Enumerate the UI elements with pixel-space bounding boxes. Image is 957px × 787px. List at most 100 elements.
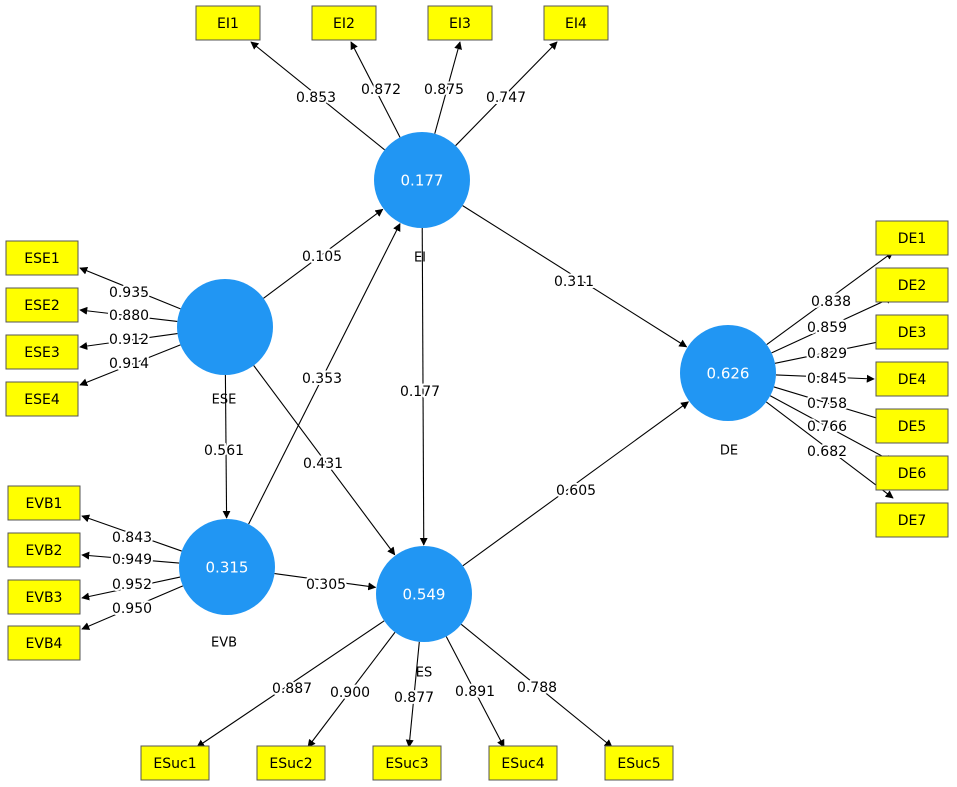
path-coefficient-ese-to-ei: 0.105 (302, 249, 342, 265)
indicator-label: EI4 (565, 16, 587, 32)
loading-arrow-esuc4 (445, 636, 505, 748)
indicator-box (488, 745, 558, 781)
indicator-label: ESE1 (24, 251, 60, 267)
latent-name: ESE (212, 393, 237, 408)
loading-arrow-de5 (773, 386, 894, 425)
indicator-de4[interactable]: DE4 (875, 361, 949, 397)
path-coefficient-ese-to-evb: 0.561 (204, 443, 244, 459)
loading-label-ese3: 0.912 (109, 332, 149, 348)
indicator-de2[interactable]: DE2 (875, 267, 949, 303)
indicator-box (5, 381, 79, 417)
loading-label-ei4: 0.747 (486, 90, 526, 106)
path-arrow-ei-to-es (419, 227, 428, 546)
loading-arrow-de7 (765, 401, 894, 499)
loading-label-ei2: 0.872 (361, 82, 401, 98)
indicator-label: ESuc5 (617, 756, 660, 772)
latent-name: EI (414, 251, 426, 266)
indicator-evb3[interactable]: EVB3 (7, 579, 81, 615)
indicator-label: EI1 (217, 16, 239, 32)
indicator-label: EVB2 (26, 543, 63, 559)
indicator-ei1[interactable]: EI1 (195, 5, 261, 41)
latent-ese[interactable]: ESE (177, 279, 273, 408)
loading-label-esuc2: 0.900 (330, 685, 370, 701)
indicator-ese4[interactable]: ESE4 (5, 381, 79, 417)
indicator-evb2[interactable]: EVB2 (7, 532, 81, 568)
indicator-label: EI3 (449, 16, 471, 32)
indicator-esuc1[interactable]: ESuc1 (140, 745, 210, 781)
indicator-ese2[interactable]: ESE2 (5, 287, 79, 323)
indicator-ese1[interactable]: ESE1 (5, 240, 79, 276)
indicator-ei4[interactable]: EI4 (543, 5, 609, 41)
latent-circle (376, 546, 472, 642)
loading-label-esuc3: 0.877 (394, 690, 434, 706)
r-squared-value: 0.549 (403, 586, 446, 604)
indicator-label: DE2 (898, 278, 927, 294)
loading-arrow-evb2 (81, 551, 180, 564)
indicator-label: ESuc3 (385, 756, 428, 772)
loading-arrow-esuc1 (196, 620, 385, 748)
indicator-ei2[interactable]: EI2 (311, 5, 377, 41)
loading-label-de6: 0.766 (807, 419, 847, 435)
loading-arrow-de1 (766, 251, 894, 346)
loading-label-ese2: 0.880 (109, 308, 149, 324)
loading-arrow-ei3 (434, 41, 462, 134)
loading-arrow-evb1 (81, 514, 182, 552)
indicator-box (875, 361, 949, 397)
loading-label-de5: 0.758 (807, 396, 847, 412)
indicator-label: EVB4 (26, 636, 63, 652)
latent-name: DE (720, 444, 738, 459)
indicator-label: EVB1 (26, 496, 63, 512)
latent-name: EVB (211, 636, 237, 651)
indicator-box (875, 220, 949, 256)
loading-label-ese1: 0.935 (109, 285, 149, 301)
loading-arrow-de2 (771, 296, 894, 354)
indicator-label: DE3 (898, 325, 927, 341)
indicator-de5[interactable]: DE5 (875, 408, 949, 444)
loading-arrow-de3 (774, 336, 894, 364)
edges-layer (79, 41, 894, 748)
indicator-box (875, 455, 949, 491)
indicator-esuc5[interactable]: ESuc5 (604, 745, 674, 781)
indicator-esuc3[interactable]: ESuc3 (372, 745, 442, 781)
loading-arrow-evb4 (81, 585, 184, 630)
indicator-box (7, 579, 81, 615)
path-coefficient-ei-to-de: 0.311 (554, 274, 594, 290)
loading-label-ese4: 0.914 (109, 356, 149, 372)
indicator-esuc4[interactable]: ESuc4 (488, 745, 558, 781)
indicator-box (5, 240, 79, 276)
indicator-label: DE1 (898, 231, 927, 247)
indicator-label: ESE2 (24, 298, 60, 314)
indicator-label: ESE4 (24, 392, 60, 408)
latent-circle (177, 279, 273, 375)
indicator-label: DE4 (898, 372, 927, 388)
indicator-box (256, 745, 326, 781)
indicator-box (140, 745, 210, 781)
indicator-box (5, 334, 79, 370)
indicator-ei3[interactable]: EI3 (427, 5, 493, 41)
loading-arrow-ese3 (79, 333, 178, 350)
path-coefficient-ei-to-es: 0.177 (400, 384, 440, 400)
indicator-ese3[interactable]: ESE3 (5, 334, 79, 370)
indicator-evb1[interactable]: EVB1 (7, 485, 81, 521)
indicator-label: DE5 (898, 419, 927, 435)
indicator-de1[interactable]: DE1 (875, 220, 949, 256)
indicator-de6[interactable]: DE6 (875, 455, 949, 491)
loading-label-de4: 0.845 (807, 371, 847, 387)
indicator-box (875, 314, 949, 350)
indicator-label: EI2 (333, 16, 355, 32)
indicator-esuc2[interactable]: ESuc2 (256, 745, 326, 781)
r-squared-value: 0.315 (206, 559, 249, 577)
indicator-de7[interactable]: DE7 (875, 502, 949, 538)
path-arrow-ese-to-ei (263, 208, 384, 299)
path-coefficient-evb-to-ei: 0.353 (302, 371, 342, 387)
indicator-box (7, 532, 81, 568)
indicator-box (7, 625, 81, 661)
path-coefficient-es-to-de: 0.605 (556, 483, 596, 499)
indicator-de3[interactable]: DE3 (875, 314, 949, 350)
indicator-evb4[interactable]: EVB4 (7, 625, 81, 661)
